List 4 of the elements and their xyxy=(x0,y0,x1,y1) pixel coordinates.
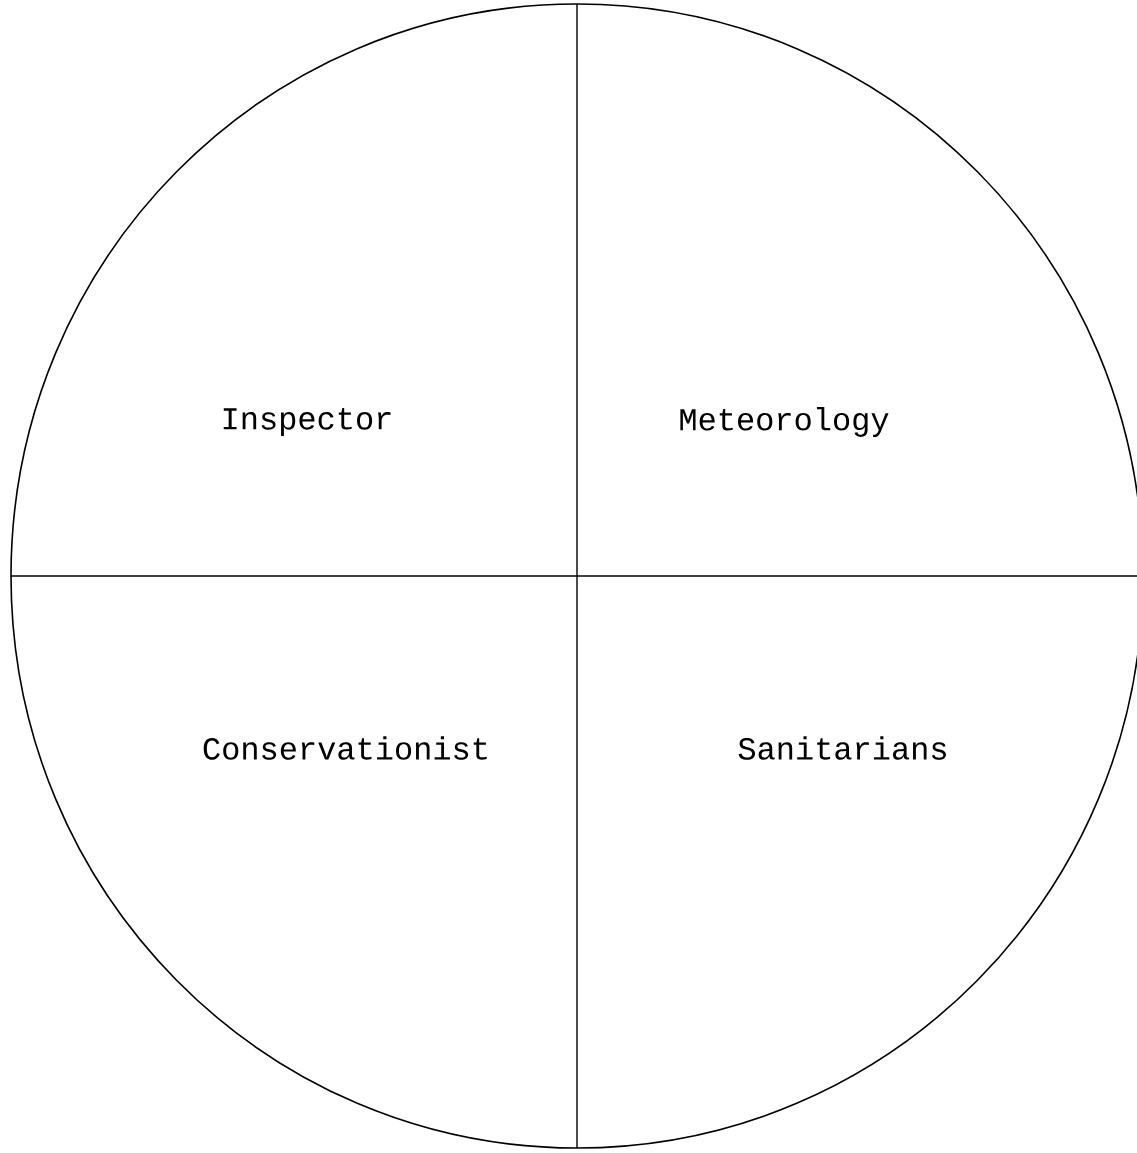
quadrant-label: Inspector xyxy=(223,408,391,436)
quadrant-label: Sanitarians xyxy=(738,736,946,760)
quadrant-label: Conservationist xyxy=(203,736,487,760)
quadrant-label: Meteorology xyxy=(680,407,889,437)
